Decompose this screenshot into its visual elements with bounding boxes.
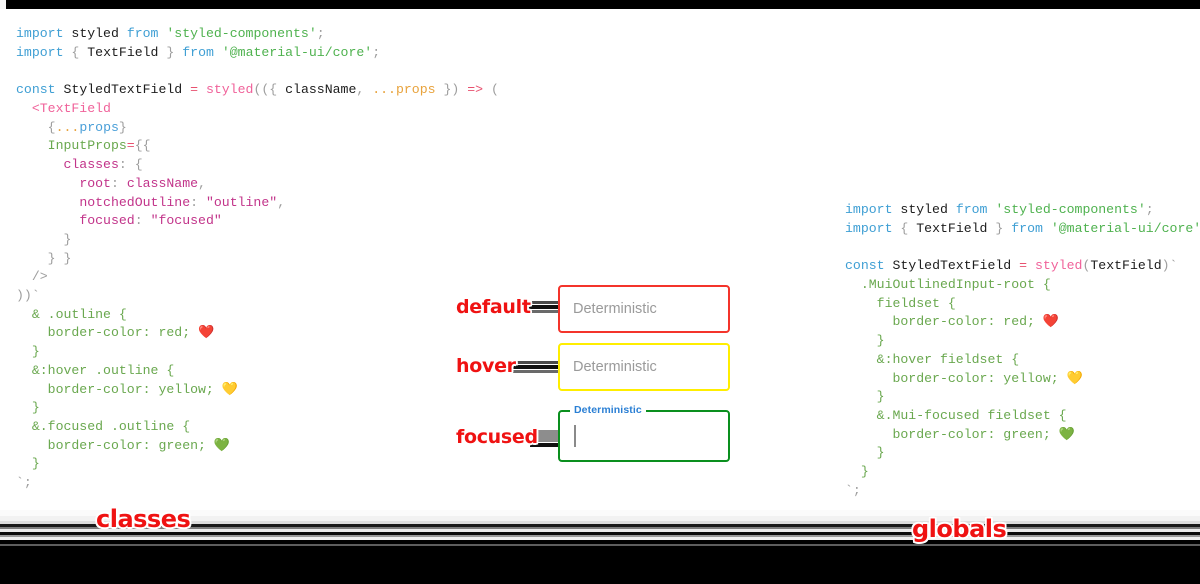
textfield-hover[interactable]: Deterministic: [558, 343, 730, 391]
top-black-bar: [0, 0, 1200, 9]
code-block-globals: import styled from 'styled-components'; …: [845, 202, 1200, 498]
connector-focused: [530, 430, 558, 448]
bottom-black-bar: [0, 546, 1200, 584]
connector-hover: [512, 360, 558, 374]
annotation-globals: globals: [912, 515, 1007, 543]
annotation-focused: focused: [456, 426, 538, 448]
connector-default: [524, 300, 558, 314]
textfield-default[interactable]: Deterministic: [558, 285, 730, 333]
code-block-classes: import styled from 'styled-components'; …: [16, 26, 499, 491]
textfield-hover-placeholder: Deterministic: [573, 359, 657, 375]
annotation-default: default: [456, 296, 531, 318]
annotation-hover: hover: [456, 355, 516, 377]
text-caret: [574, 425, 576, 447]
top-bar-left-notch: [0, 0, 6, 9]
annotation-classes: classes: [96, 505, 191, 533]
textfield-focused-label: Deterministic: [570, 404, 646, 416]
textfield-default-placeholder: Deterministic: [573, 301, 657, 317]
textfield-state-demo: Deterministic default Deterministic hove…: [456, 285, 730, 462]
textfield-focused[interactable]: Deterministic: [558, 404, 730, 462]
